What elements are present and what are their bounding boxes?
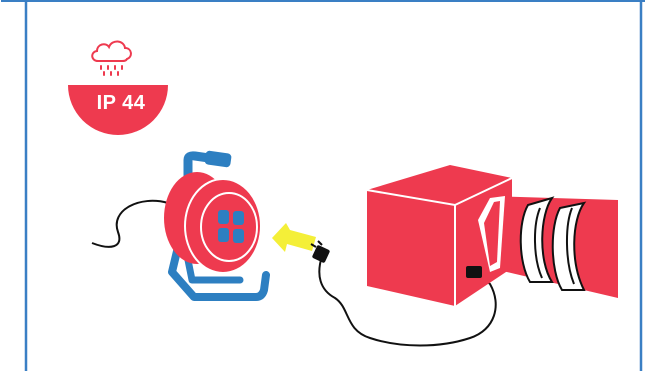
cable-reel-icon bbox=[92, 150, 266, 297]
rain-cloud-icon bbox=[92, 41, 131, 75]
heater-box-icon bbox=[367, 165, 618, 306]
arrow-icon bbox=[272, 223, 316, 252]
ip-rating-label: IP 44 bbox=[78, 91, 164, 115]
ip-rating-badge bbox=[68, 41, 168, 135]
